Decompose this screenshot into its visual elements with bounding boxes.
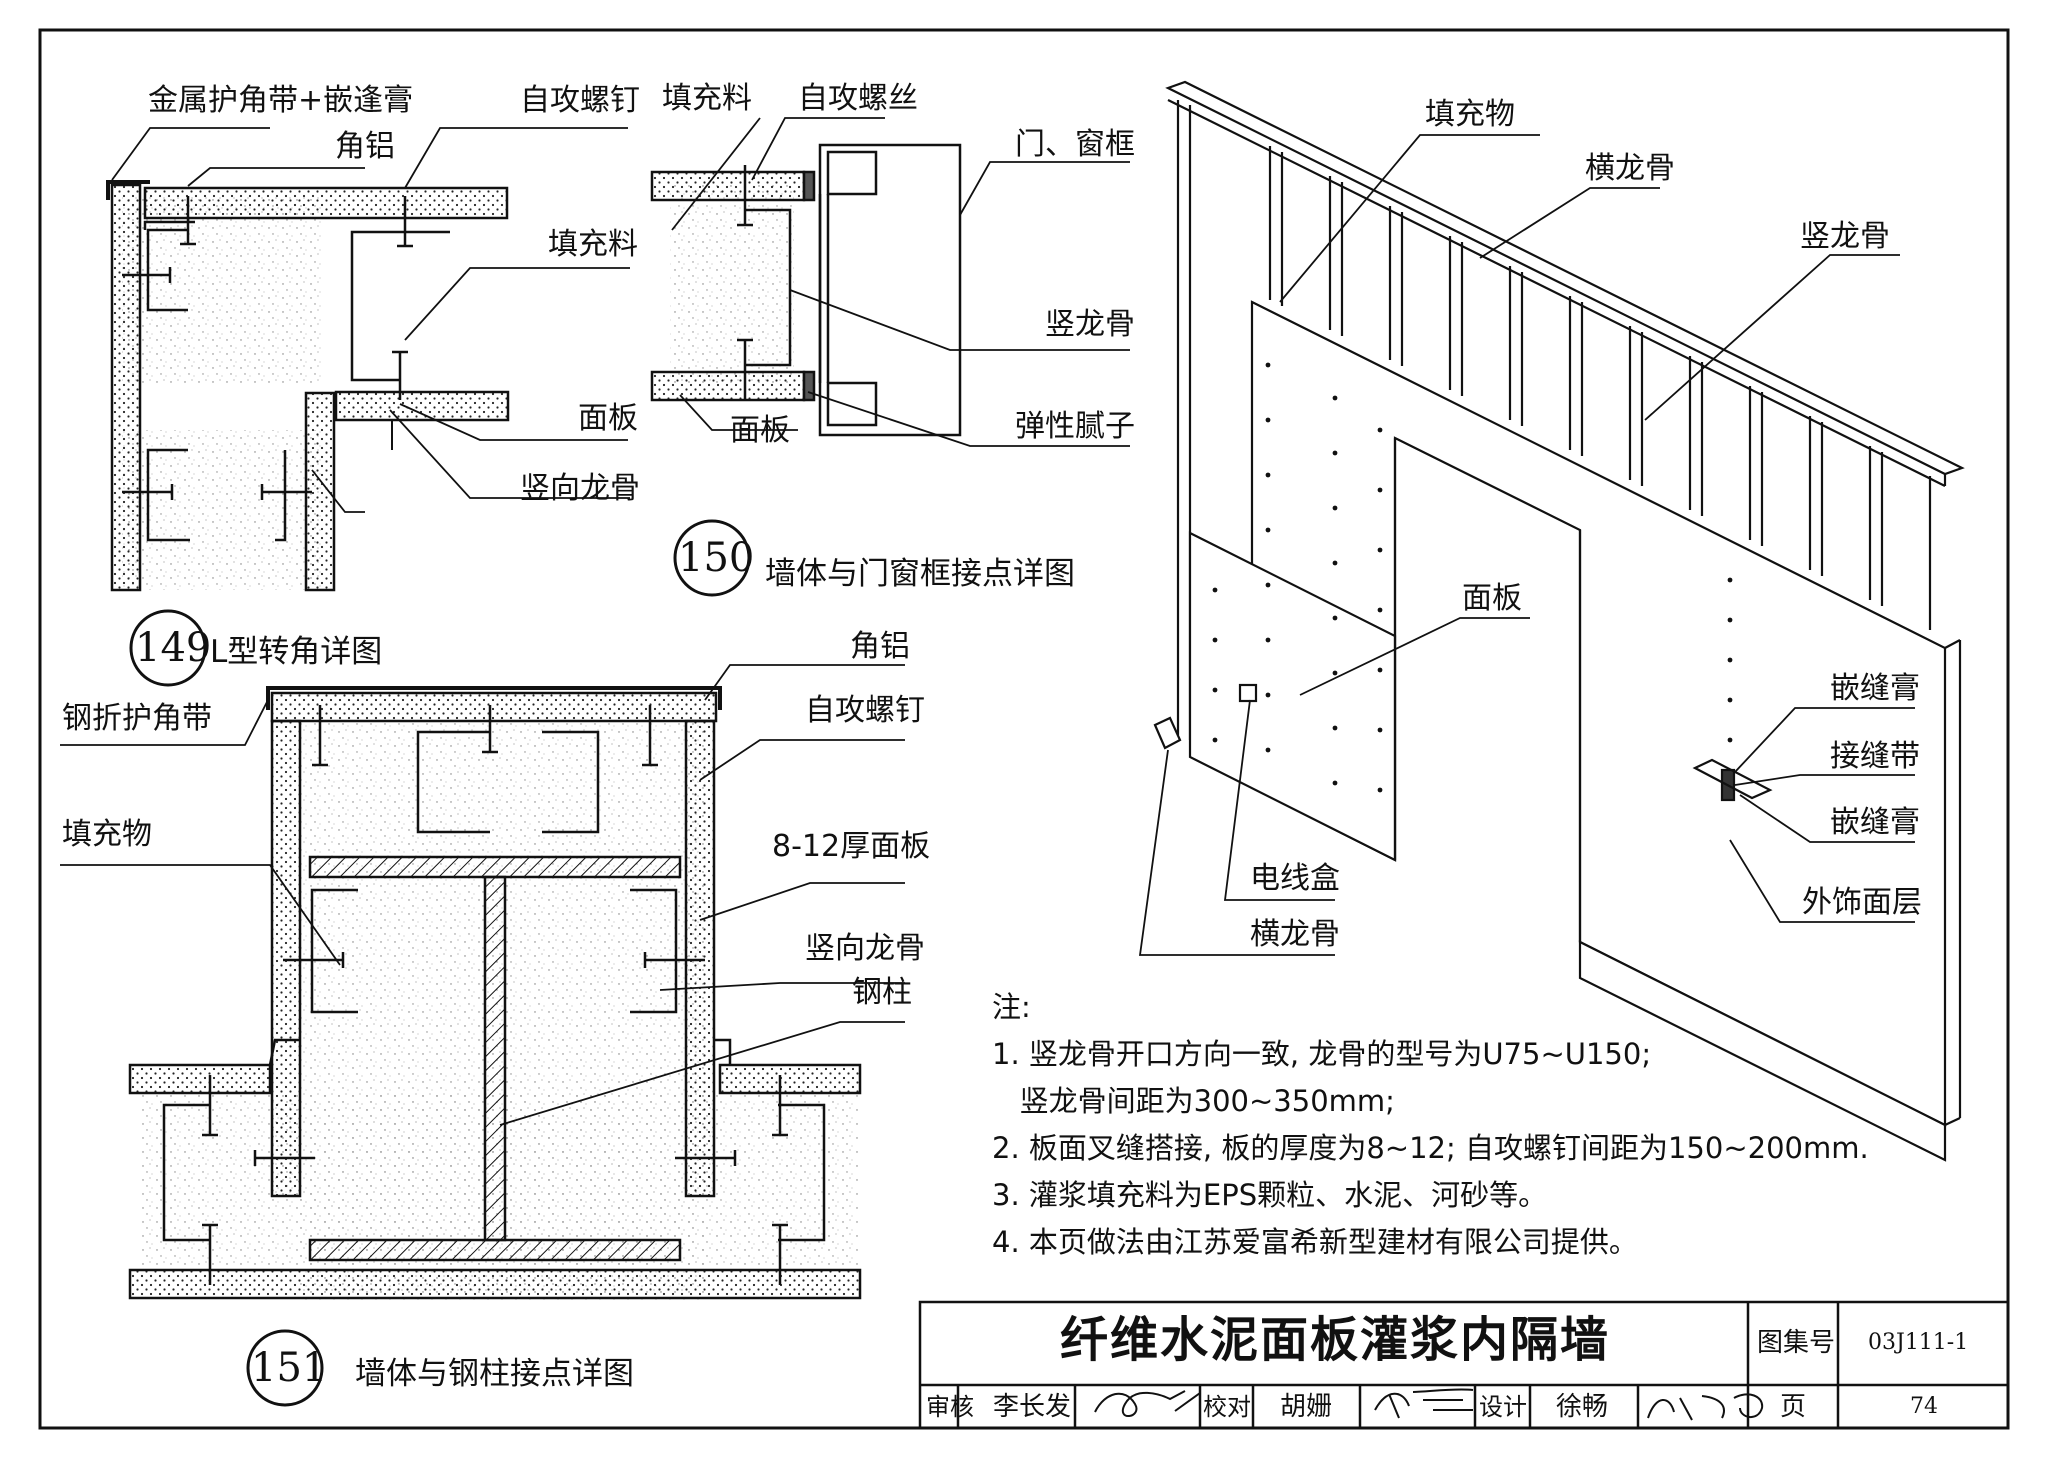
label-iso-horizontal-keel-top: 横龙骨 xyxy=(1585,151,1675,186)
screw-dots xyxy=(1212,362,1733,793)
detail-150-leaders xyxy=(671,117,1130,447)
checker-name: 胡姗 xyxy=(1280,1392,1333,1422)
note-line: 1. 竖龙骨开口方向一致, 龙骨的型号为U75~U150; xyxy=(992,1037,1652,1071)
drawing-title: 纤维水泥面板灌浆内隔墙 xyxy=(1060,1312,1611,1368)
reviewer-name: 李长发 xyxy=(993,1392,1072,1422)
checker-signature xyxy=(1374,1388,1474,1419)
label-149-self-tapping-screw: 自攻螺钉 xyxy=(520,83,640,118)
detail-151-number: 151 xyxy=(251,1345,328,1391)
label-150-self-tapping-screw: 自攻螺丝 xyxy=(798,81,918,116)
note-line: 竖龙骨间距为300~350mm; xyxy=(992,1084,1395,1118)
notes-block: 注: 1. 竖龙骨开口方向一致, 龙骨的型号为U75~U150; 竖龙骨间距为3… xyxy=(992,984,1869,1266)
label-149-angle-aluminum: 角铝 xyxy=(335,129,395,164)
note-line: 3. 灌浆填充料为EPS颗粒、水泥、河砂等。 xyxy=(992,1178,1548,1212)
detail-151-leaders xyxy=(60,664,905,1126)
detail-151-drawing xyxy=(128,686,862,1300)
notes-heading: 注: xyxy=(992,990,1031,1024)
atlas-number-label: 图集号 xyxy=(1757,1328,1836,1358)
detail-151-caption: 墙体与钢柱接点详图 xyxy=(355,1356,634,1392)
detail-149-number: 149 xyxy=(135,625,212,671)
isometric-leaders xyxy=(1138,134,1915,956)
label-iso-filler: 填充物 xyxy=(1425,97,1515,132)
detail-150-caption: 墙体与门窗框接点详图 xyxy=(765,556,1075,592)
label-iso-joint-compound-2: 嵌缝膏 xyxy=(1830,805,1920,840)
label-iso-electrical-box: 电线盒 xyxy=(1250,861,1340,896)
atlas-number: 03J111-1 xyxy=(1868,1330,1969,1355)
note-line: 2. 板面叉缝搭接, 板的厚度为8~12; 自攻螺钉间距为150~200mm. xyxy=(992,1131,1869,1165)
detail-149-drawing xyxy=(106,180,510,592)
label-iso-joint-tape: 接缝带 xyxy=(1830,739,1920,774)
designer-name: 徐畅 xyxy=(1556,1392,1609,1422)
detail-149-leaders xyxy=(111,127,630,513)
isometric-wall-drawing xyxy=(1153,80,1965,1162)
label-150-door-window-frame: 门、窗框 xyxy=(1015,127,1135,162)
design-label: 设计 xyxy=(1479,1393,1527,1421)
page-number: 74 xyxy=(1910,1394,1938,1419)
note-line: 4. 本页做法由江苏爱富希新型建材有限公司提供。 xyxy=(992,1225,1638,1259)
designer-signature xyxy=(1647,1393,1764,1421)
label-150-elastic-putty: 弹性腻子 xyxy=(1015,409,1135,444)
detail-150-number: 150 xyxy=(678,535,755,581)
label-151-vertical-keel: 竖向龙骨 xyxy=(805,931,925,966)
label-150-filler: 填充料 xyxy=(662,81,752,116)
detail-150-drawing xyxy=(650,143,962,437)
review-label: 审核 xyxy=(926,1393,974,1421)
label-150-panel: 面板 xyxy=(730,413,790,448)
label-iso-vertical-keel: 竖龙骨 xyxy=(1800,219,1890,254)
label-iso-joint-compound-1: 嵌缝膏 xyxy=(1830,671,1920,706)
label-151-panel-8-12: 8-12厚面板 xyxy=(772,829,931,864)
label-150-vertical-keel: 竖龙骨 xyxy=(1045,307,1135,342)
check-label: 校对 xyxy=(1203,1393,1251,1421)
label-151-steel-corner-tape: 钢折护角带 xyxy=(62,701,212,736)
label-149-filler: 填充料 xyxy=(548,227,638,262)
label-149-panel: 面板 xyxy=(578,401,638,436)
label-149-metal-corner-tape: 金属护角带+嵌逢膏 xyxy=(148,83,414,118)
detail-149-circle xyxy=(129,609,207,687)
page-label: 页 xyxy=(1780,1392,1807,1422)
label-iso-horizontal-keel-bottom: 横龙骨 xyxy=(1250,917,1340,952)
title-block-grid xyxy=(918,1300,2010,1430)
label-iso-panel: 面板 xyxy=(1462,581,1522,616)
label-151-angle-aluminum: 角铝 xyxy=(850,629,910,664)
label-iso-outer-finish: 外饰面层 xyxy=(1802,885,1922,920)
detail-150-circle xyxy=(673,519,751,597)
detail-151-circle xyxy=(246,1329,324,1407)
label-151-self-tapping-screw: 自攻螺钉 xyxy=(805,693,925,728)
label-151-steel-column: 钢柱 xyxy=(852,975,912,1010)
label-151-filler: 填充物 xyxy=(62,817,152,852)
label-149-vertical-keel: 竖向龙骨 xyxy=(520,471,640,506)
reviewer-signature xyxy=(1094,1390,1201,1418)
detail-149-caption: L型转角详图 xyxy=(210,634,383,670)
